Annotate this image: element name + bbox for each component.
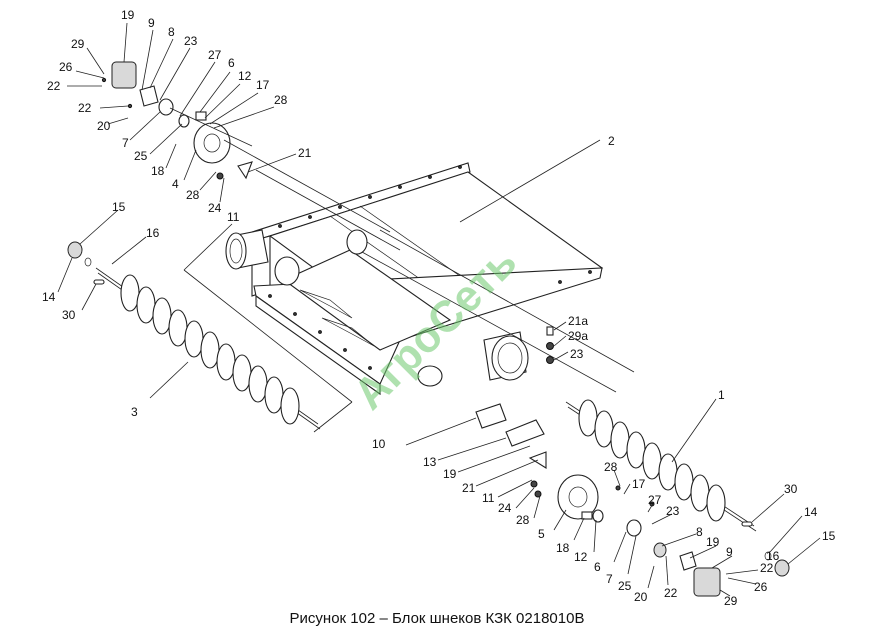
label-4: 4: [172, 177, 179, 191]
label-23: 23: [570, 347, 584, 361]
label-11: 11: [227, 210, 240, 224]
auger-right: [565, 399, 757, 532]
auger-housing: [225, 162, 604, 396]
label-25: 25: [618, 579, 632, 593]
label-16: 16: [146, 226, 160, 240]
label-19: 19: [121, 8, 135, 22]
label-30: 30: [784, 482, 798, 496]
label-21: 21: [462, 481, 476, 495]
label-29: 29: [71, 37, 85, 51]
label-20: 20: [634, 590, 648, 604]
label-30: 30: [62, 308, 76, 322]
label-5: 5: [538, 527, 545, 541]
label-24: 24: [208, 201, 222, 215]
label-18: 18: [556, 541, 570, 555]
label-8: 8: [696, 525, 703, 539]
label-19: 19: [443, 467, 457, 481]
label-14: 14: [804, 505, 818, 519]
label-23: 23: [184, 34, 198, 48]
label-22: 22: [47, 79, 61, 93]
left-end-parts: [67, 241, 105, 285]
label-1: 1: [718, 388, 725, 402]
label-21: 21: [298, 146, 312, 160]
label-29: 29: [724, 594, 738, 608]
label-27: 27: [648, 493, 662, 507]
label-28: 28: [604, 460, 618, 474]
label-11: 11: [482, 491, 495, 505]
label-28: 28: [516, 513, 530, 527]
label-10: 10: [372, 437, 386, 451]
label-6: 6: [228, 56, 235, 70]
figure-caption: Рисунок 102 – Блок шнеков КЗК 0218010В: [290, 610, 585, 627]
label-17: 17: [256, 78, 270, 92]
label-14: 14: [42, 290, 56, 304]
label-25: 25: [134, 149, 148, 163]
label-15: 15: [822, 529, 836, 543]
top-drive-parts: [101, 61, 253, 180]
middle-fasteners: [546, 326, 554, 364]
label-16: 16: [766, 549, 780, 563]
label-7: 7: [122, 136, 129, 150]
label-12: 12: [238, 69, 252, 83]
label-8: 8: [168, 25, 175, 39]
label-2: 2: [608, 134, 615, 148]
label-13: 13: [423, 455, 437, 469]
auger-left: [95, 267, 321, 430]
label-24: 24: [498, 501, 512, 515]
label-9: 9: [148, 16, 155, 30]
label-18: 18: [151, 164, 165, 178]
leader-lines: [57, 22, 821, 597]
label-19: 19: [706, 535, 720, 549]
label-26: 26: [59, 60, 73, 74]
label-22: 22: [664, 586, 678, 600]
label-15: 15: [112, 200, 126, 214]
label-6: 6: [594, 560, 601, 574]
bottom-drive-parts: [475, 403, 790, 597]
label-27: 27: [208, 48, 222, 62]
label-23: 23: [666, 504, 680, 518]
label-26: 26: [754, 580, 768, 594]
label-28: 28: [186, 188, 200, 202]
label-22: 22: [760, 561, 774, 575]
label-12: 12: [574, 550, 588, 564]
label-21a: 21а: [568, 314, 588, 328]
label-22: 22: [78, 101, 92, 115]
label-29a: 29а: [568, 329, 588, 343]
label-7: 7: [606, 572, 613, 586]
label-17: 17: [632, 477, 646, 491]
label-9: 9: [726, 545, 733, 559]
label-28: 28: [274, 93, 288, 107]
part-number-labels: 19 9 8 23 29 27 6 26 12 17 22 28 22 20 7…: [42, 8, 836, 608]
label-3: 3: [131, 405, 138, 419]
label-20: 20: [97, 119, 111, 133]
